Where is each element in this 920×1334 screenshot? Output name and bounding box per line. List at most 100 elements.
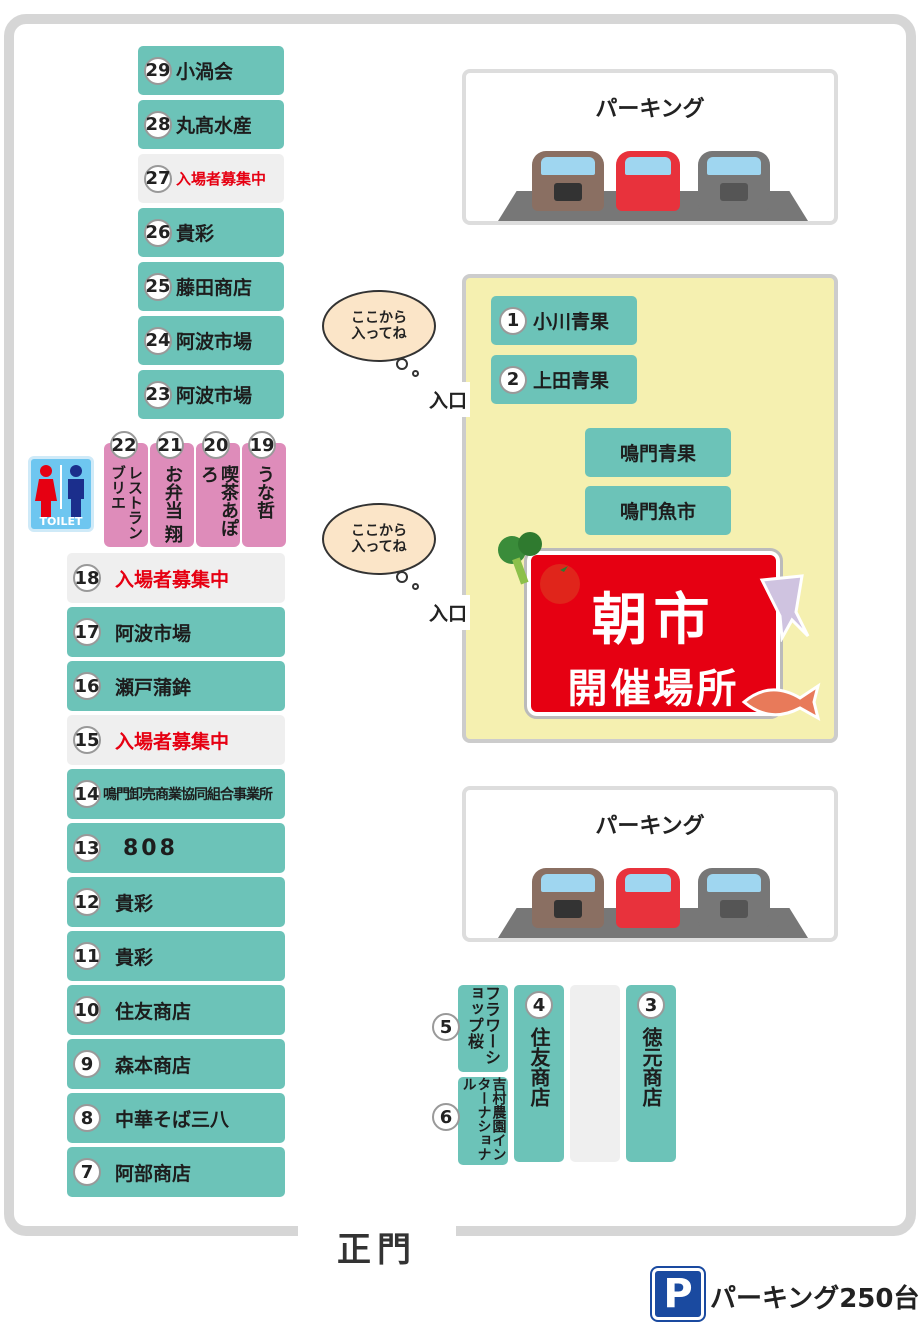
bubble-dot <box>396 358 408 370</box>
stall-number: 27 <box>144 164 172 193</box>
stall-12[interactable]: 12 貴彩 <box>67 877 285 927</box>
stall-number: 16 <box>73 672 101 700</box>
empty-stall <box>570 985 620 1162</box>
stall-name: 入場者募集中 <box>115 730 230 753</box>
stall-15[interactable]: 15 入場者募集中 <box>67 715 285 765</box>
stall-20[interactable]: 20 喫茶あぽろ <box>196 431 240 547</box>
stall-number: 1 <box>499 306 527 335</box>
stall-name: 貴彩 <box>176 223 215 245</box>
stall-11[interactable]: 11 貴彩 <box>67 931 285 981</box>
main-gate-label: 正門 <box>337 1230 417 1270</box>
market-stall[interactable]: 鳴門魚市 <box>585 486 731 535</box>
parking-title: パーキング <box>595 97 705 122</box>
stall-number: 6 <box>432 1103 460 1131</box>
venue-sign: 朝市 開催場所 <box>524 548 783 719</box>
stall-22[interactable]: 22 レストランブリエ <box>104 431 148 547</box>
stall-number: 22 <box>110 431 138 459</box>
bubble-dot <box>412 583 419 590</box>
stall-number: 2 <box>499 365 527 394</box>
stall-5[interactable]: フラワーショップ桜 <box>458 985 508 1072</box>
parking-icon: P <box>650 1266 706 1322</box>
stall-name: 阿波市場 <box>115 622 192 645</box>
stall-4[interactable]: 4 住友商店 <box>514 985 564 1162</box>
stall-name: 丸髙水産 <box>176 115 253 137</box>
stall-number: 20 <box>202 431 230 459</box>
market-boundary <box>4 14 916 1236</box>
stall-number: 29 <box>144 56 172 85</box>
stall-name: 808 <box>123 835 178 861</box>
stall-name: 阿部商店 <box>115 1162 192 1185</box>
stall-number: 15 <box>73 726 101 754</box>
stall-name: 上田青果 <box>533 370 610 392</box>
vegetable-icon <box>498 532 580 604</box>
stall-name: 貴彩 <box>115 946 154 969</box>
stall-10[interactable]: 10 住友商店 <box>67 985 285 1035</box>
parking-title: パーキング <box>595 814 705 839</box>
car-icon <box>616 868 680 928</box>
stall-number: 5 <box>432 1013 460 1041</box>
stall-number: 17 <box>73 618 101 646</box>
stall-19[interactable]: 19 うな哲 <box>242 431 286 547</box>
stall-number: 18 <box>73 564 101 592</box>
stall-name: 藤田商店 <box>176 277 253 299</box>
stall-number: 9 <box>73 1050 101 1078</box>
stall-number: 10 <box>73 996 101 1024</box>
parking-top: パーキング <box>462 69 838 225</box>
stall-17[interactable]: 17 阿波市場 <box>67 607 285 657</box>
stall-6[interactable]: 吉村農園インターナショナル <box>458 1077 508 1165</box>
car-icon <box>698 868 770 928</box>
stall-name: 入場者募集中 <box>176 170 267 188</box>
market-stall[interactable]: 鳴門青果 <box>585 428 731 477</box>
bubble-dot <box>396 571 408 583</box>
stall-7[interactable]: 7 阿部商店 <box>67 1147 285 1197</box>
stall-9[interactable]: 9 森本商店 <box>67 1039 285 1089</box>
stall-name: 鳴門青果 <box>619 443 696 465</box>
car-icon <box>616 151 680 211</box>
stall-number: 19 <box>248 431 276 459</box>
stall-number: 11 <box>73 942 101 970</box>
stall-number: 24 <box>144 326 172 355</box>
squid-icon <box>759 574 810 642</box>
stall-number: 23 <box>144 380 172 409</box>
stall-name: 中華そば三八 <box>115 1108 230 1131</box>
stall-number: 12 <box>73 888 101 916</box>
stall-name: レストランブリエ <box>109 465 144 540</box>
entrance-label: 入口 <box>426 382 471 417</box>
stall-name: 瀬戸蒲鉾 <box>115 676 192 699</box>
parking-bottom: パーキング <box>462 786 838 942</box>
stall-name: 阿波市場 <box>176 385 253 407</box>
stall-name: 貴彩 <box>115 892 154 915</box>
entrance-label: 入口 <box>426 595 471 630</box>
toilet-label: TOILET <box>39 515 83 528</box>
stall-3[interactable]: 3 徳元商店 <box>626 985 676 1162</box>
venue-subtitle: 開催場所 <box>567 666 740 712</box>
toilet-icon <box>35 465 84 517</box>
stall-name: 喫茶あぽろ <box>198 465 239 537</box>
stall-number: 26 <box>144 218 172 247</box>
stall-name: 森本商店 <box>115 1054 192 1077</box>
parking-capacity: パーキング250台 <box>710 1284 920 1314</box>
stall-name: うな哲 <box>254 465 275 519</box>
stall-number: 7 <box>73 1158 101 1186</box>
stall-number: 25 <box>144 272 172 301</box>
venue-title: 朝市 <box>591 588 716 653</box>
stall-2[interactable]: 2 上田青果 <box>491 355 637 404</box>
toilet-sign[interactable]: TOILET <box>28 456 94 532</box>
bubble-dot <box>412 370 419 377</box>
stall-16[interactable]: 16 瀬戸蒲鉾 <box>67 661 285 711</box>
stall-name: 住友商店 <box>115 1000 192 1023</box>
stall-name: 鳴門卸売商業協同組合事業所 <box>103 787 273 803</box>
